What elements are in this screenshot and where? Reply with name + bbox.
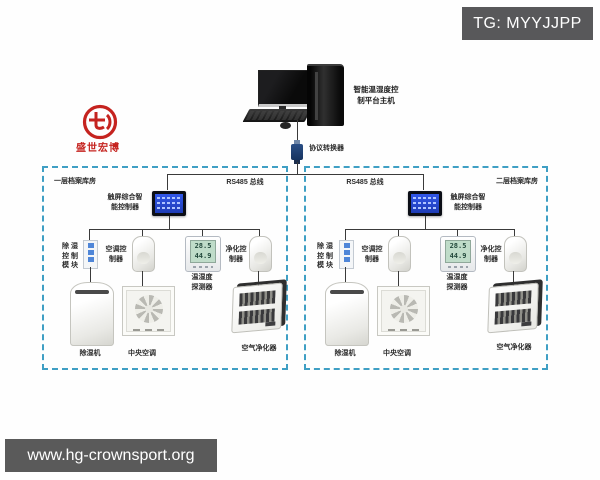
dehumidifier-icon [70,282,114,346]
ac-controller-label: 空调控 制器 [361,246,383,263]
bus-stub-left [167,174,168,190]
line-purifier-controller-to-purifier [258,271,259,286]
room-floor1-box: 一层档案库房 RS485 总线 触屏综合智 能控制器 除 湿 控 制 模 块 空… [42,166,288,370]
branch-bus-line [89,229,260,230]
line-controller-drop [425,216,426,229]
company-logo-icon [82,104,118,140]
branch-bus-line [345,229,514,230]
company-logo-name: 盛世宏博 [76,143,120,154]
touchscreen-controller-label: 触屏综合智 能控制器 [107,194,143,211]
line-ac-controller-to-ac [142,271,143,287]
tg-badge: TG: MYYJJPP [462,7,593,40]
dehumidifier-label: 除湿机 [334,350,356,357]
drop-purifier-controller [259,229,260,237]
temp-value: 28.5 [449,242,467,250]
purifier-controller-label: 净化控 制器 [480,246,502,263]
th-sensor-label: 温湿度 探测器 [191,274,213,291]
host-label-line2: 制平台主机 [357,96,395,105]
line-module-to-dehumidifier [90,267,91,283]
touchscreen-controller-icon [152,191,186,216]
line-module-to-dehumidifier [345,267,346,283]
central-ac-icon [377,286,430,336]
rs485-bus-line [167,174,424,175]
purifier-controller-label: 净化控 制器 [225,246,247,263]
ac-controller-icon [388,236,411,272]
line-ac-controller-to-ac [398,271,399,287]
air-purifier-label: 空气净化器 [241,345,277,352]
host-monitor-icon [258,70,309,107]
protocol-converter-icon [290,140,304,164]
drop-module [345,229,346,240]
drop-purifier-controller [514,229,515,237]
host-tower-icon [307,64,344,126]
air-purifier-icon [231,282,283,334]
humidity-value: 44.9 [449,252,467,260]
drop-module [89,229,90,240]
dehumid-module-label: 除 湿 控 制 模 块 [317,243,333,269]
dehumid-control-module-icon [83,240,98,269]
central-ac-label: 中央空调 [383,350,411,357]
th-sensor-label: 温湿度 探测器 [446,274,468,291]
room-floor2-box: 二层档案库房 RS485 总线 触屏综合智 能控制器 除 湿 控 制 模 块 空… [304,166,548,370]
temp-humidity-sensor-icon: 28.5 44.9 [440,236,476,272]
temp-value: 28.5 [194,242,212,250]
mouse-icon [280,122,291,129]
bus-stub-right [423,174,424,190]
drop-ac-controller [398,229,399,237]
rs485-bus-label: RS485 总线 [226,179,264,186]
drop-th-sensor [202,229,203,236]
temp-humidity-sensor-icon: 28.5 44.9 [185,236,221,272]
touchscreen-controller-icon [408,191,442,216]
room-name: 一层档案库房 [54,178,96,185]
line-converter-to-bus [297,162,298,175]
room-name: 二层档案库房 [496,178,538,185]
ac-controller-label: 空调控 制器 [105,246,127,263]
air-purifier-label: 空气净化器 [496,344,532,351]
central-ac-icon [122,286,175,336]
purifier-controller-icon [504,236,527,272]
dehumid-module-label: 除 湿 控 制 模 块 [62,243,78,269]
dehumidifier-label: 除湿机 [79,350,101,357]
line-controller-drop [169,216,170,229]
keyboard-icon [242,109,312,122]
protocol-converter-label: 协议转换器 [309,145,344,152]
line-purifier-controller-to-purifier [513,271,514,286]
watermark-url: www.hg-crownsport.org [5,439,217,472]
ac-controller-icon [132,236,155,272]
drop-ac-controller [142,229,143,237]
rs485-bus-label: RS485 总线 [346,179,384,186]
dehumidifier-icon [325,282,369,346]
humidity-value: 44.9 [194,252,212,260]
touchscreen-controller-label: 触屏综合智 能控制器 [450,194,486,211]
host-label: 智能温湿度控 制平台主机 [344,84,408,106]
dehumid-control-module-icon [339,240,354,269]
purifier-controller-icon [249,236,272,272]
drop-th-sensor [457,229,458,236]
host-label-line1: 智能温湿度控 [353,85,399,94]
central-ac-label: 中央空调 [128,350,156,357]
air-purifier-icon [487,282,539,334]
line-host-to-converter [297,120,298,141]
